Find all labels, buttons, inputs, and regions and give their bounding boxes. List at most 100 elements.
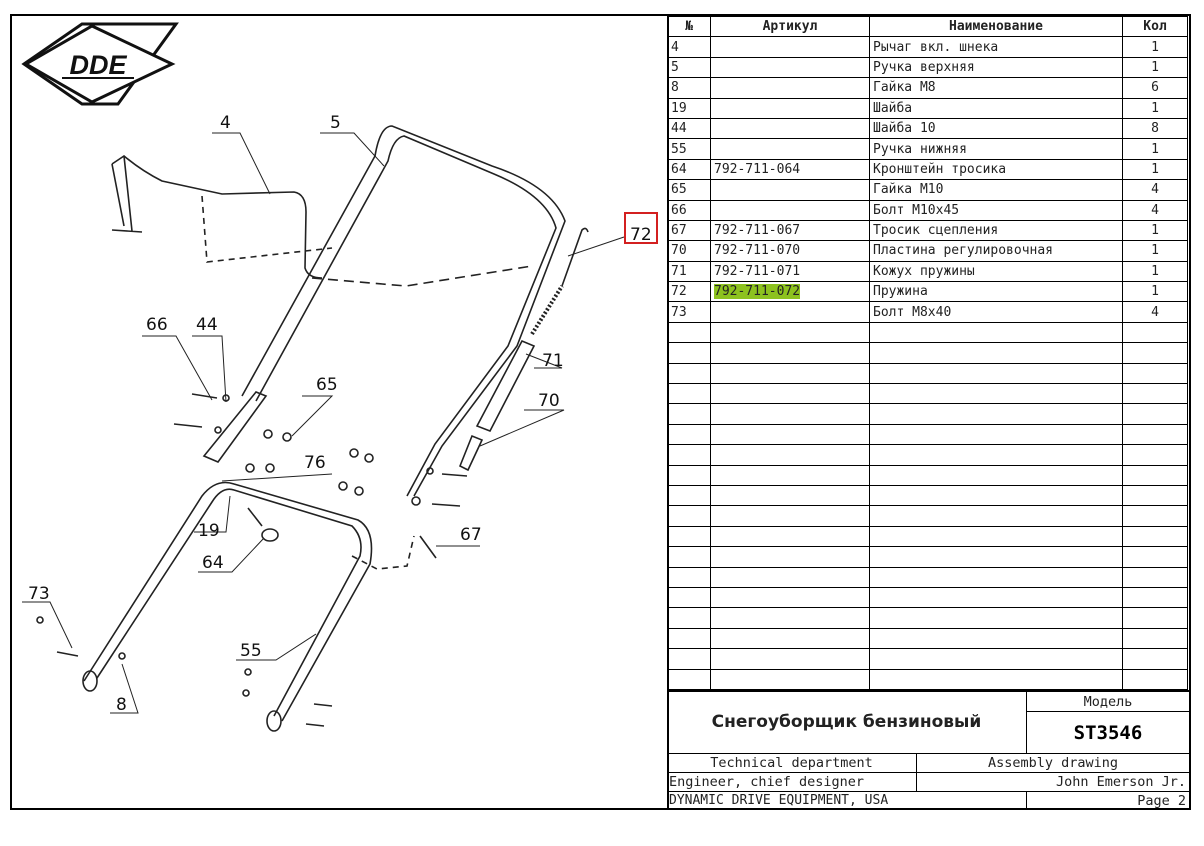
company-name: DYNAMIC DRIVE EQUIPMENT, USA — [667, 792, 1027, 810]
empty-cell — [710, 648, 870, 670]
empty-cell — [869, 505, 1123, 527]
cell-qty: 4 — [1122, 301, 1188, 323]
empty-cell — [710, 668, 870, 690]
cell-number: 65 — [667, 179, 711, 201]
empty-cell — [869, 342, 1123, 364]
callout-66: 66 — [146, 315, 168, 335]
empty-cell — [710, 627, 870, 650]
empty-cell — [710, 546, 870, 568]
empty-cell — [667, 566, 711, 588]
empty-cell — [869, 484, 1123, 507]
empty-cell — [1122, 342, 1188, 364]
callout-5: 5 — [330, 113, 341, 133]
assembly-drawing: DDE — [21, 22, 652, 732]
empty-cell — [869, 383, 1123, 405]
callout-65: 65 — [316, 375, 338, 395]
empty-cell — [667, 383, 711, 405]
cell-number: 8 — [667, 77, 711, 99]
empty-cell — [667, 444, 711, 466]
callout-8: 8 — [116, 695, 127, 715]
empty-table-row — [667, 403, 1188, 425]
col-header-article: Артикул — [710, 15, 870, 38]
empty-cell — [869, 525, 1123, 548]
empty-table-row — [667, 464, 1188, 486]
empty-table-row — [667, 546, 1188, 568]
model-number: ST3546 — [1027, 712, 1189, 754]
cell-qty: 1 — [1122, 158, 1188, 181]
empty-cell — [869, 464, 1123, 486]
col-header-name: Наименование — [869, 15, 1123, 38]
cell-number: 73 — [667, 301, 711, 323]
selected-callout-box[interactable] — [624, 212, 658, 244]
cell-qty: 1 — [1122, 36, 1188, 58]
empty-table-row — [667, 566, 1188, 588]
empty-cell — [667, 546, 711, 568]
callout-44: 44 — [196, 315, 218, 335]
cell-name: Гайка M8 — [869, 77, 1123, 99]
empty-cell — [710, 362, 870, 385]
empty-cell — [710, 464, 870, 486]
cell-article: 792-711-071 — [710, 260, 870, 283]
cell-name: Рычаг вкл. шнека — [869, 36, 1123, 58]
empty-cell — [710, 444, 870, 466]
cell-qty: 8 — [1122, 117, 1188, 140]
empty-cell — [1122, 383, 1188, 405]
empty-cell — [667, 586, 711, 609]
empty-cell — [667, 423, 711, 446]
cell-article: 792-711-070 — [710, 240, 870, 262]
empty-cell — [1122, 668, 1188, 690]
empty-cell — [1122, 484, 1188, 507]
callout-76: 76 — [304, 453, 326, 473]
empty-cell — [1122, 546, 1188, 568]
empty-cell — [710, 342, 870, 364]
product-name: Снегоуборщик бензиновый — [667, 692, 1027, 754]
cell-article — [710, 138, 870, 160]
cell-qty: 6 — [1122, 77, 1188, 99]
empty-cell — [1122, 627, 1188, 650]
empty-cell — [710, 423, 870, 446]
empty-cell — [667, 627, 711, 650]
cell-number: 72 — [667, 281, 711, 303]
empty-cell — [667, 525, 711, 548]
empty-cell — [667, 668, 711, 690]
callout-labels: 4 5 66 44 65 76 19 64 73 8 55 72 71 70 6… — [28, 113, 652, 715]
empty-cell — [869, 668, 1123, 690]
cell-article: 792-711-072 — [710, 281, 870, 303]
callout-19: 19 — [198, 521, 220, 541]
cell-qty: 1 — [1122, 240, 1188, 262]
empty-table-row — [667, 484, 1188, 507]
empty-table-row — [667, 525, 1188, 548]
parts-table-header: № Артикул Наименование Кол — [667, 15, 1188, 38]
cell-name: Гайка M10 — [869, 179, 1123, 201]
cell-article: 792-711-064 — [710, 158, 870, 181]
empty-cell — [667, 648, 711, 670]
empty-cell — [710, 403, 870, 425]
empty-cell — [667, 342, 711, 364]
empty-cell — [1122, 648, 1188, 670]
empty-table-row — [667, 321, 1188, 344]
cell-name: Шайба 10 — [869, 117, 1123, 140]
cell-number: 66 — [667, 199, 711, 221]
empty-cell — [710, 505, 870, 527]
cell-number: 64 — [667, 158, 711, 181]
empty-cell — [1122, 566, 1188, 588]
handle-parts — [36, 125, 589, 732]
model-label: Модель — [1027, 692, 1189, 712]
empty-cell — [1122, 505, 1188, 527]
dde-logo: DDE — [21, 22, 179, 106]
empty-table-row — [667, 383, 1188, 405]
empty-cell — [667, 403, 711, 425]
engineer-name: John Emerson Jr. — [917, 773, 1189, 792]
cell-name: Кожух пружины — [869, 260, 1123, 283]
cell-article — [710, 97, 870, 119]
cell-article — [710, 36, 870, 58]
cell-number: 19 — [667, 97, 711, 119]
